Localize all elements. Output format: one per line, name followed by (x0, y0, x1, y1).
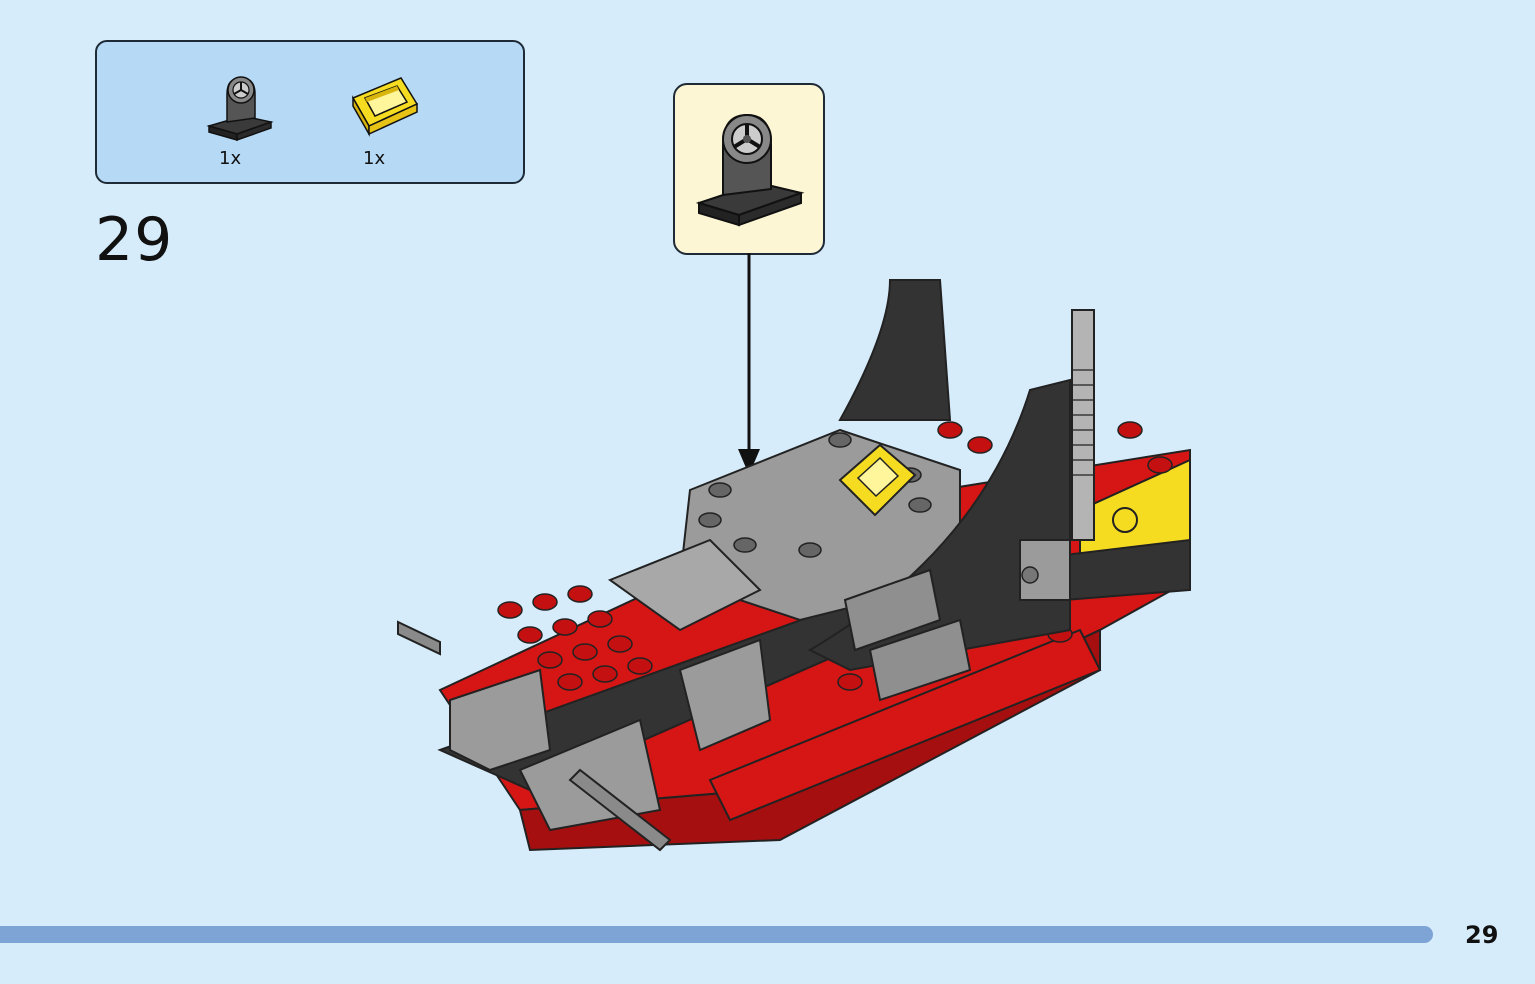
placement-arrow (738, 253, 760, 475)
model-assembly-illustration (397, 279, 1191, 852)
footer-progress-bar (0, 926, 1433, 943)
part-quantity: 1x (219, 148, 242, 169)
step-number: 29 (95, 205, 174, 275)
parts-list-item: 1x (205, 64, 295, 174)
part-quantity: 1x (363, 148, 386, 169)
page-number: 29 (1465, 921, 1499, 949)
steering-wheel-stand-icon (206, 76, 274, 142)
steering-wheel-stand-icon (695, 113, 805, 227)
yellow-bracket-icon (351, 77, 419, 137)
parts-list-box: 1x 1x (95, 40, 525, 184)
parts-list-item: 1x (349, 64, 439, 174)
part-callout-box (673, 83, 825, 255)
